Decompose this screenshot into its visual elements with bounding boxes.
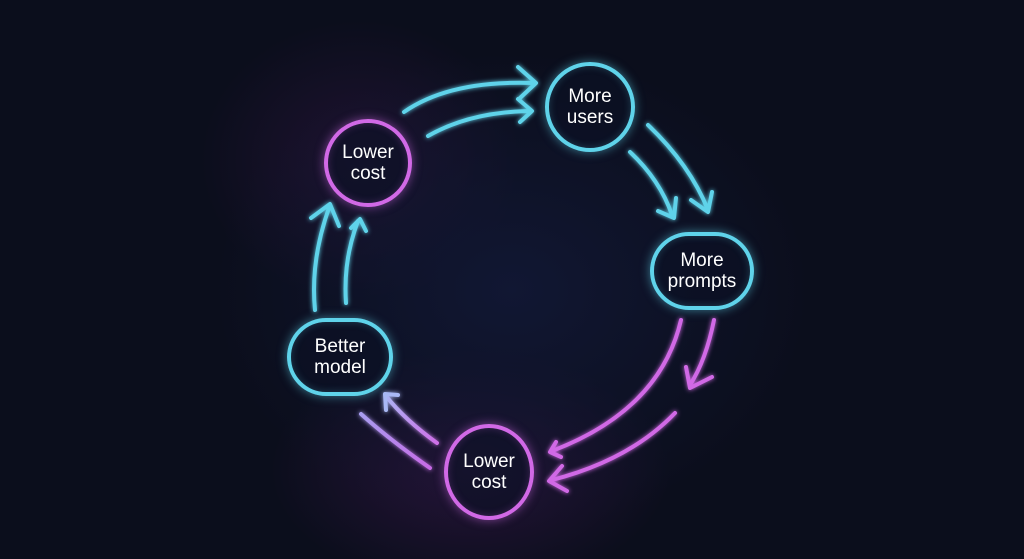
arrow-moreprompts-to-lowercost — [547, 318, 716, 493]
node-label-line1: Lower — [342, 142, 394, 163]
node-label-line2: model — [314, 357, 366, 378]
node-label-line2: prompts — [667, 271, 737, 292]
node-lower-cost-top: Lower cost — [324, 119, 412, 207]
node-lower-cost-bottom: Lower cost — [444, 424, 534, 520]
node-label-line2: cost — [471, 472, 507, 493]
arrow-lowercost-to-moreusers — [402, 65, 538, 138]
node-more-users: More users — [545, 62, 635, 152]
node-label-line2: users — [566, 107, 614, 128]
arrow-lowercost-to-bettermodel — [359, 392, 439, 470]
arrow-bettermodel-to-lowercost — [309, 202, 368, 312]
node-label-line1: More — [568, 86, 612, 107]
node-better-model: Better model — [287, 318, 393, 396]
node-label-line2: cost — [350, 163, 386, 184]
node-label-line1: Lower — [463, 451, 515, 472]
arrow-moreusers-to-moreprompts — [628, 123, 714, 220]
node-more-prompts: More prompts — [650, 232, 754, 310]
node-label-line1: More — [680, 250, 724, 271]
node-label-line1: Better — [314, 336, 366, 357]
